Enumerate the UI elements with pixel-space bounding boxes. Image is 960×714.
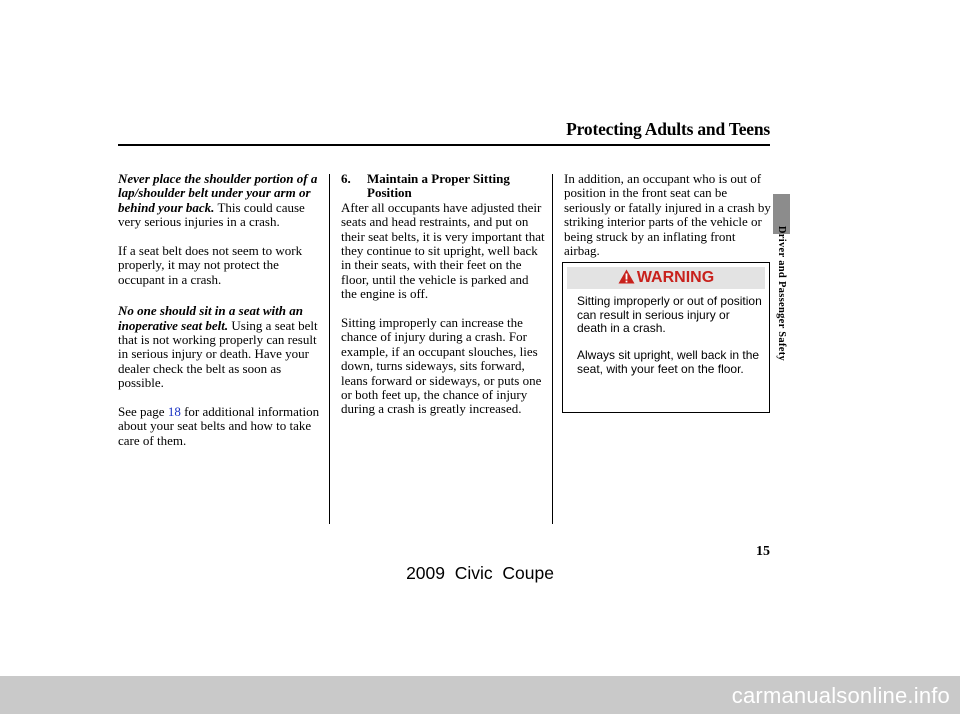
paragraph-see-page: See page 18 for additional information a… xyxy=(118,404,324,448)
section-number: 6. xyxy=(341,171,351,186)
column-2: 6. Maintain a Proper Sitting Position Aft… xyxy=(341,171,545,417)
column-3: In addition, an occupant who is out of p… xyxy=(564,171,772,259)
paragraph-out-of-position: In addition, an occupant who is out of p… xyxy=(564,171,771,259)
text-inoperative-belt: Using a seat belt that is not working pr… xyxy=(118,317,318,391)
text-shoulder-belt: This could cause very serious injuries i… xyxy=(118,199,305,230)
watermark-band xyxy=(0,676,960,714)
section-title: Maintain a Proper Sitting Position xyxy=(367,171,510,201)
paragraph-inoperative-belt: No one should sit in a seat with an inop… xyxy=(118,303,324,391)
footer-model: 2009 Civic Coupe xyxy=(406,563,554,583)
paragraph-belt-not-working: If a seat belt does not seem to work pro… xyxy=(118,243,303,287)
see-page-before: See page xyxy=(118,404,165,420)
title-rule xyxy=(118,144,770,146)
warning-text-1: Sitting improperly or out of position ca… xyxy=(577,294,762,336)
page-title: Protecting Adults and Teens xyxy=(566,119,770,139)
watermark-logo: carmanualsonline.info xyxy=(731,683,950,708)
side-section-label: Driver and Passenger Safety xyxy=(771,223,793,363)
warning-body: Sitting improperly or out of position ca… xyxy=(577,294,763,377)
warning-box: WARNING Sitting improperly or out of pos… xyxy=(562,262,770,413)
warning-label: WARNING xyxy=(636,269,715,286)
emphasis-shoulder-belt: Never place the shoulder portion of a la… xyxy=(118,171,318,215)
see-page-after: for additional information about your se… xyxy=(118,404,320,448)
emphasis-inoperative-belt: No one should sit in a seat with an inop… xyxy=(118,303,303,333)
paragraph-sitting-improperly: Sitting improperly can increase the chan… xyxy=(341,315,542,417)
section-tab-marker xyxy=(773,194,790,234)
page-number: 15 xyxy=(756,544,770,559)
warning-triangle-icon xyxy=(618,269,635,284)
paragraph-sit-upright: After all occupants have adjusted their … xyxy=(341,199,545,302)
column-divider-2 xyxy=(552,174,554,524)
column-1: Never place the shoulder portion of a la… xyxy=(118,171,324,448)
warning-header: WARNING xyxy=(567,267,765,289)
column-divider-1 xyxy=(329,174,331,524)
section-heading: 6. Maintain a Proper Sitting Position xyxy=(341,171,545,201)
paragraph-shoulder-belt: Never place the shoulder portion of a la… xyxy=(118,171,324,230)
warning-text-2: Always sit upright, well back in the sea… xyxy=(577,348,760,376)
page-link-18[interactable]: 18 xyxy=(167,404,181,420)
side-section-label-text: Driver and Passenger Safety xyxy=(776,225,788,361)
